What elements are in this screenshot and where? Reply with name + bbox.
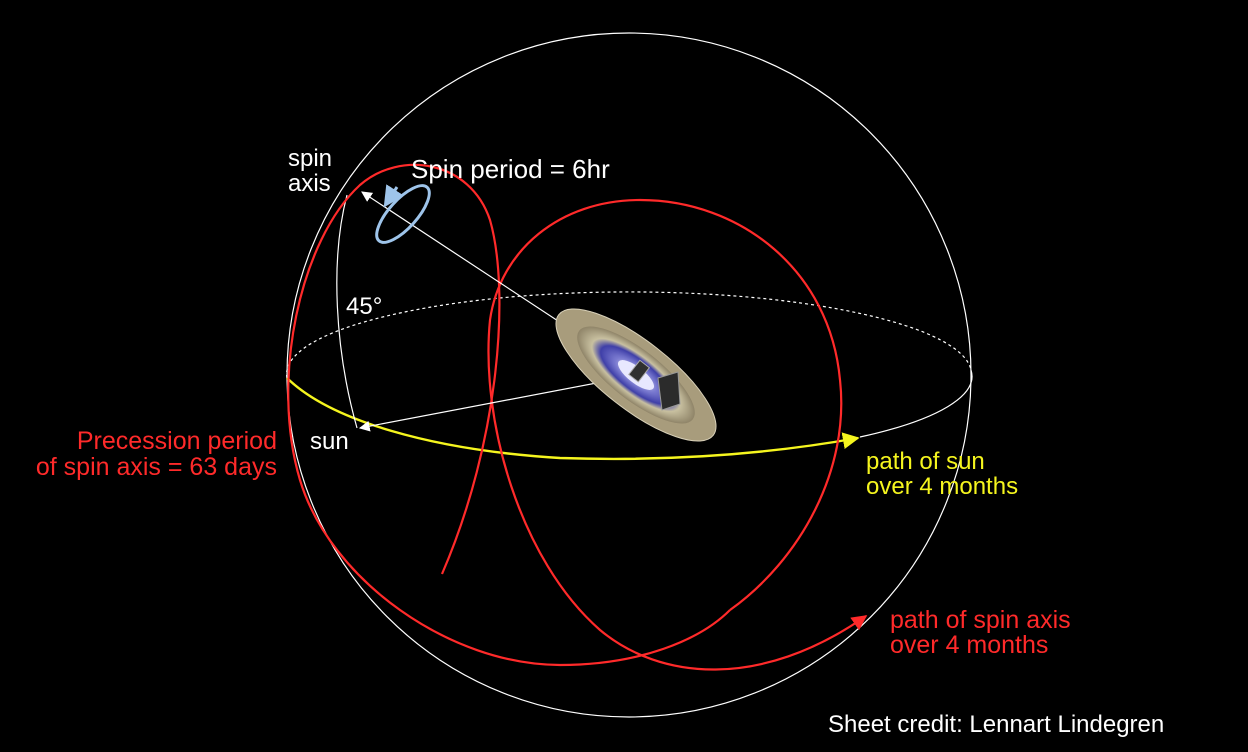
ecliptic-front-left (859, 369, 973, 438)
precession-label: Precession period (77, 427, 277, 455)
celestial-sphere (286, 32, 972, 718)
rotation-arrow-icon (375, 184, 431, 244)
ecliptic-back (285, 291, 972, 379)
gaia-spacecraft-icon (555, 308, 717, 442)
spin-period-label: Spin period = 6hr (411, 154, 610, 184)
spin-axis-path-label: path of spin axis (890, 606, 1071, 634)
meridian-arc (336, 194, 358, 429)
spin-axis-path-loop-1 (287, 163, 731, 667)
sun-label: sun (310, 428, 349, 455)
angle-label: 45° (346, 293, 382, 320)
sun-direction-arrow (358, 376, 629, 432)
spin-axis-label-line-2: axis (288, 170, 331, 197)
credit-label: Sheet credit: Lennart Lindegren (828, 711, 1164, 738)
sun-path-label: path of sun (866, 448, 985, 475)
spin-axis-label: spin (288, 145, 332, 172)
spin-axis-path-loop-2 (487, 198, 868, 671)
spin-axis-path-label-line-2: over 4 months (890, 631, 1048, 659)
sun-path (286, 377, 860, 461)
precession-label-line-2: of spin axis = 63 days (36, 453, 277, 481)
spacecraft-module (657, 371, 681, 411)
sun-path-label-line-2: over 4 months (866, 473, 1018, 500)
